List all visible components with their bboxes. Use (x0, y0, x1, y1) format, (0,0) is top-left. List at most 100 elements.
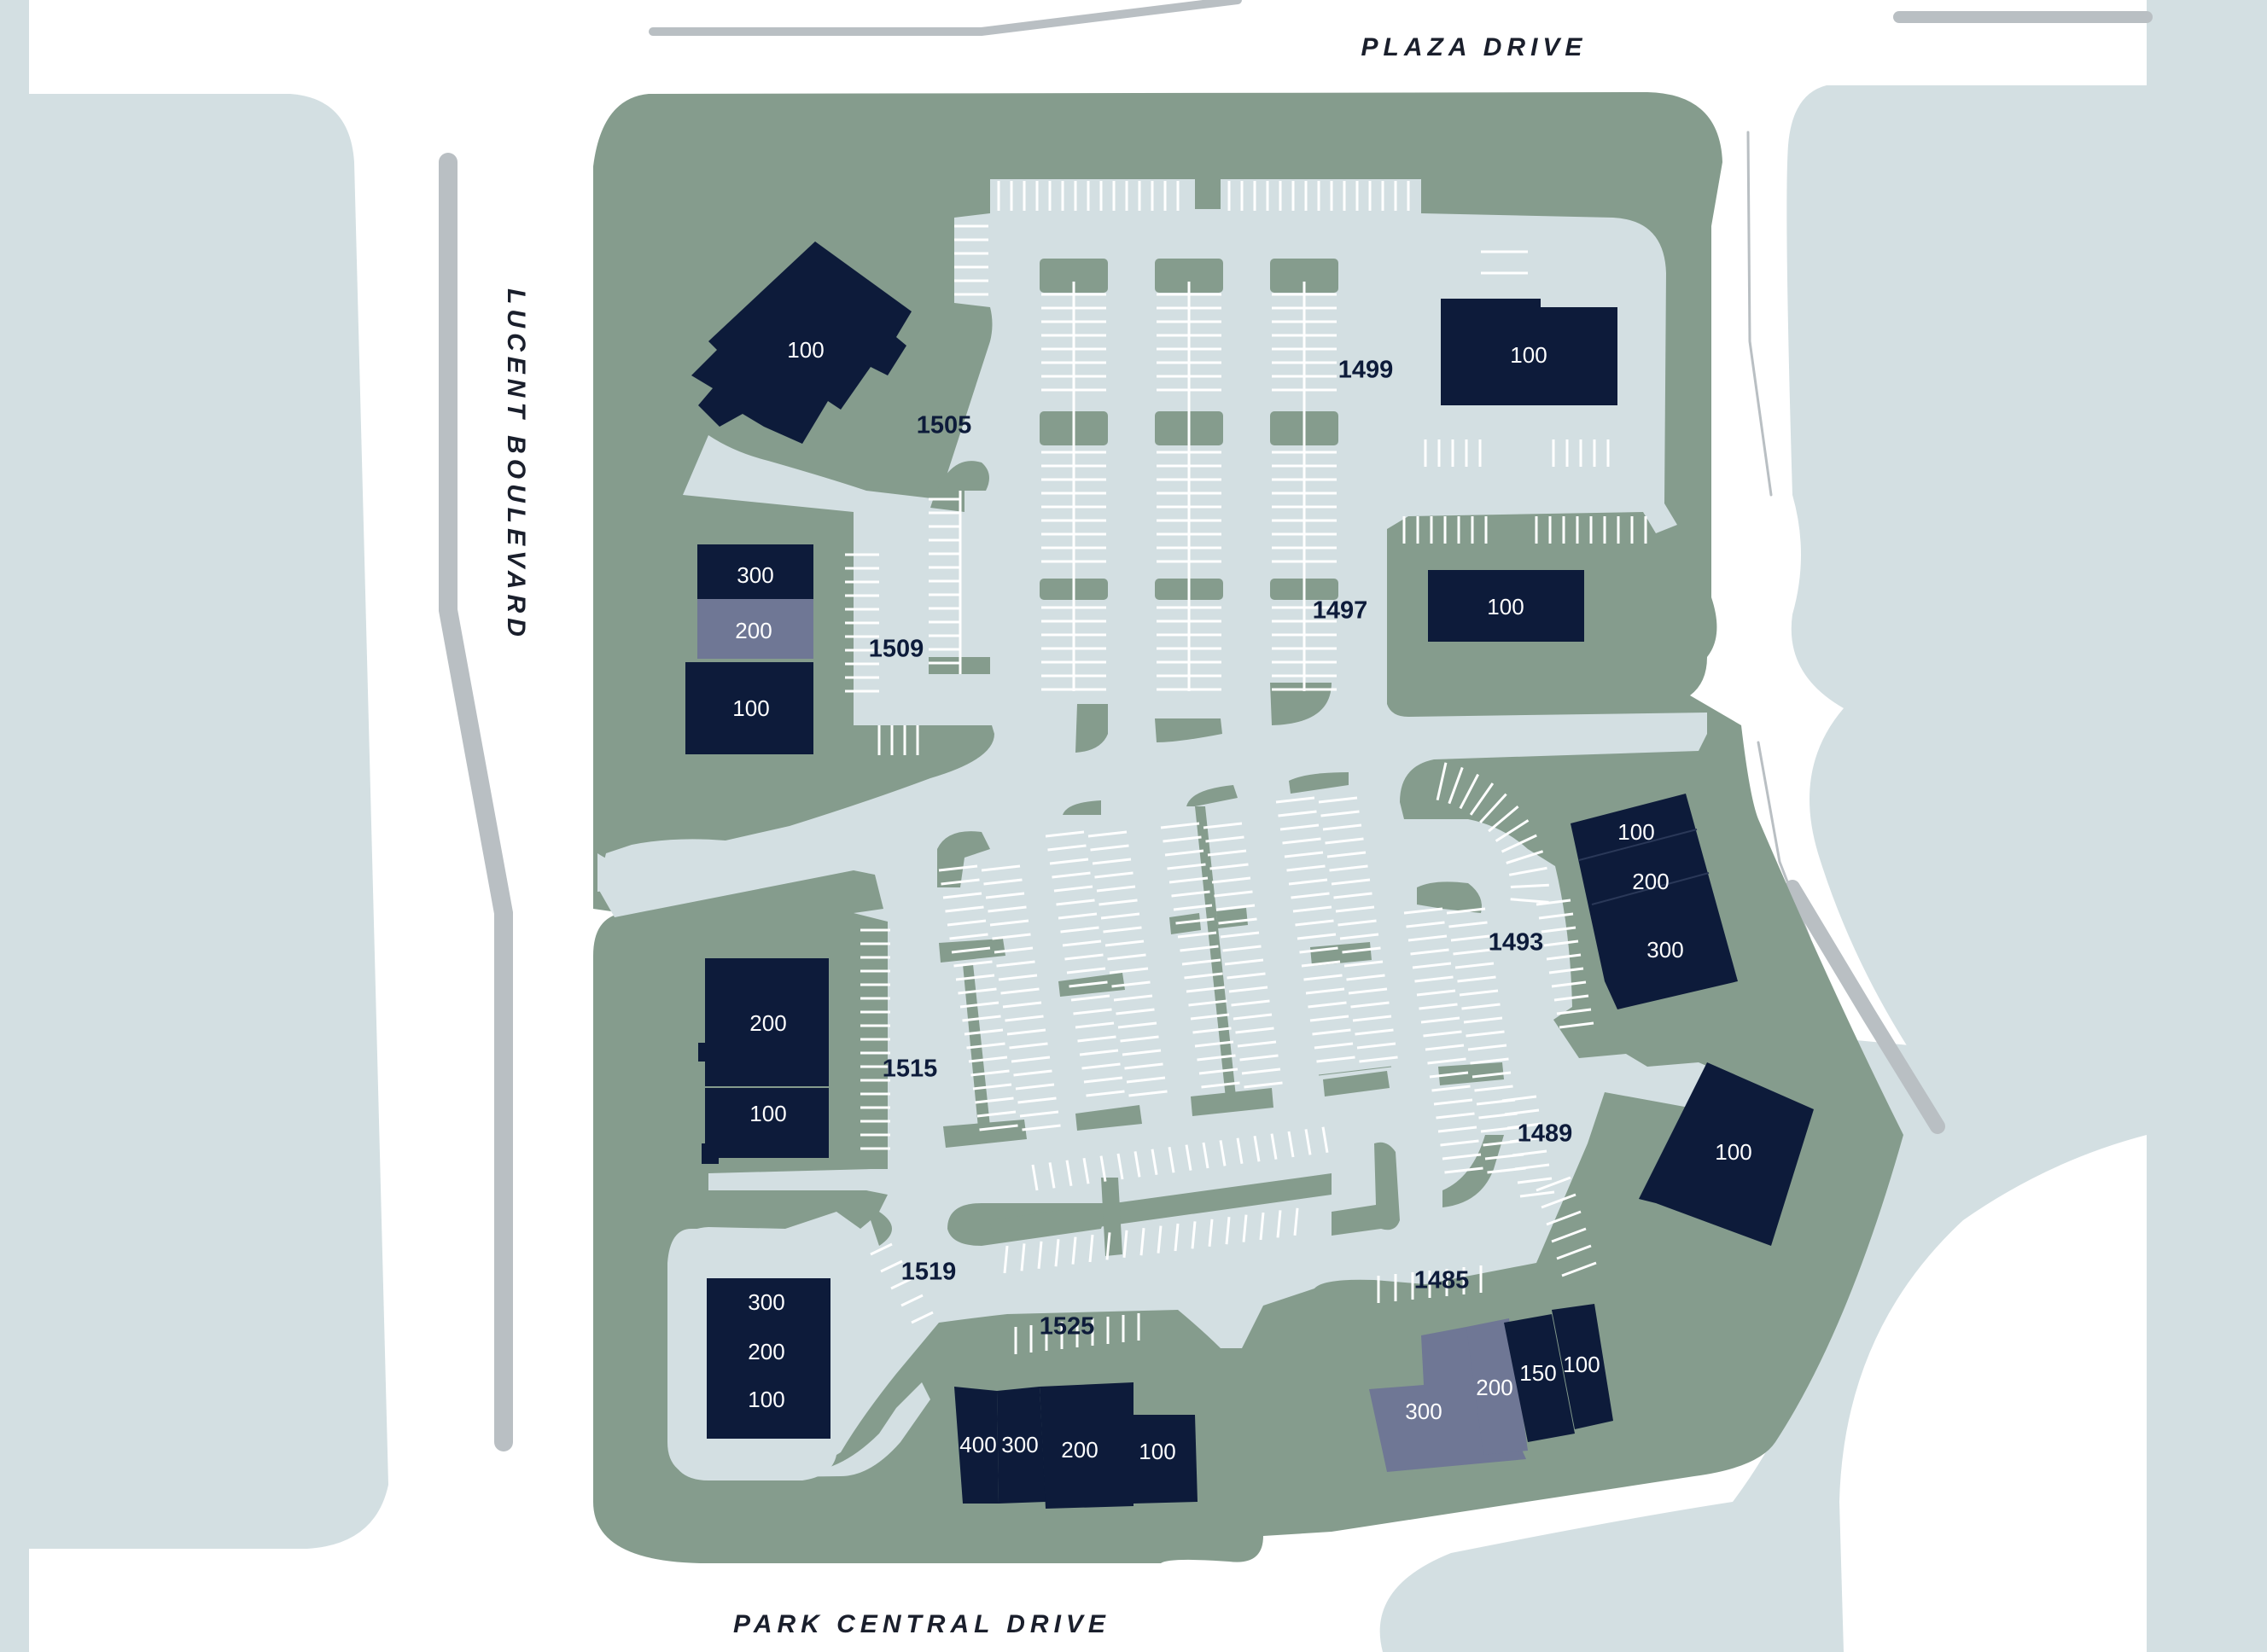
parking-stall-line (1006, 1028, 1046, 1036)
building-1519-unit-100[interactable] (707, 1385, 830, 1439)
building-1509-unit-200[interactable] (697, 599, 813, 659)
parking-stall-line (945, 905, 984, 913)
parking-stall-line (1164, 849, 1204, 857)
parking-stall-line (1297, 933, 1337, 940)
parking-stall-line (1442, 1153, 1482, 1160)
island-end-c3 (1270, 683, 1332, 725)
building-1525-unit-400[interactable] (954, 1387, 999, 1504)
parking-stall-line (1509, 1136, 1545, 1143)
parking-stall-line (1320, 810, 1360, 817)
parking-stall-line (1556, 1244, 1592, 1260)
west-entrance (597, 853, 636, 892)
east-road-edge-upper (1746, 131, 1773, 497)
parking-stall-line (1326, 851, 1367, 858)
parking-stall-line (1466, 1030, 1505, 1038)
parking-stall-line (994, 946, 1034, 954)
parking-stall-line (1241, 1067, 1281, 1075)
parking-stall-line (1244, 1081, 1283, 1089)
parking-stall-line (966, 1042, 1005, 1050)
parking-stall-line (1350, 1001, 1390, 1009)
parking-stall-line (988, 905, 1027, 913)
building-1485-unit-100[interactable] (1552, 1304, 1613, 1429)
parking-stall-line (1284, 851, 1324, 858)
island-c3-small-2 (1216, 908, 1248, 928)
parking-stall-line (959, 1001, 999, 1009)
parking-stall-line (1501, 834, 1537, 853)
building-1505[interactable] (691, 241, 912, 444)
unit-label-1519-300: 300 (748, 1289, 784, 1315)
parking-stall-line (1194, 1040, 1234, 1048)
parking-stall-line (1433, 1098, 1473, 1106)
left-edge-land (0, 0, 29, 1652)
building-1519-unit-200[interactable] (707, 1332, 830, 1385)
parking-stall-line (1407, 934, 1448, 942)
parking-stall-line (1009, 1042, 1048, 1050)
parking-stall-line (900, 1294, 924, 1307)
parking-stall-line (1237, 1040, 1277, 1048)
main-parking-lot (597, 179, 1728, 1480)
parking-stall-line (1049, 858, 1089, 865)
parking-stall-line (1459, 989, 1499, 997)
building-1499[interactable] (1441, 299, 1617, 405)
island-r1c2 (1155, 259, 1223, 293)
parking-stall-line (1175, 917, 1215, 925)
parking-stall-line (1233, 1013, 1273, 1021)
building-1525-unit-300[interactable] (997, 1387, 1046, 1504)
parking-stall-line (989, 919, 1029, 927)
parking-stall-line (1224, 958, 1264, 966)
parking-stall-line (1308, 1001, 1347, 1009)
parking-stall-line (1342, 946, 1381, 954)
parking-stall-line (1239, 1054, 1279, 1062)
building-1525-unit-100[interactable] (1134, 1415, 1198, 1504)
parking-stall-line (1291, 892, 1330, 899)
parking-stall-line (1181, 958, 1221, 966)
building-1509-unit-100[interactable] (685, 662, 813, 754)
parking-stall-line (1467, 1044, 1507, 1051)
parking-stall-line (979, 1124, 1018, 1131)
parking-stall-line (1054, 1239, 1060, 1267)
parking-stall-line (996, 960, 1035, 968)
parking-stall-line (1045, 830, 1085, 838)
building-1493[interactable] (1571, 794, 1738, 1009)
parking-stall-line (1506, 1122, 1542, 1130)
parking-stall-line (1124, 1062, 1163, 1070)
parking-stall-line (1459, 773, 1480, 810)
parking-stall-line (1412, 962, 1452, 969)
parking-stall-line (1403, 907, 1443, 915)
building-1519-unit-300[interactable] (707, 1278, 830, 1332)
building-1489[interactable] (1639, 1062, 1814, 1246)
parking-stall-line (1013, 1069, 1052, 1077)
parking-stall-line (1541, 926, 1576, 934)
unit-label-1519-100: 100 (748, 1387, 784, 1412)
parking-stall-line (992, 933, 1031, 940)
parking-stall-line (972, 1083, 1012, 1091)
parking-stall-line (1116, 1153, 1124, 1180)
parking-stall-line (1185, 1144, 1192, 1171)
parking-stall-line (1081, 1062, 1121, 1070)
parking-stall-line (911, 1311, 934, 1324)
parking-stall-line (1111, 980, 1151, 988)
parking-stall-line (1472, 1071, 1512, 1079)
parking-stall-line (1259, 1212, 1265, 1241)
building-1525-unit-200[interactable] (1040, 1382, 1134, 1509)
parking-stall-line (1514, 1163, 1550, 1171)
unit-label-1485-300: 300 (1405, 1399, 1442, 1424)
island-c3-bottom (1191, 1088, 1273, 1116)
parking-stall-line (1286, 864, 1326, 872)
building-1509-unit-300[interactable] (697, 544, 813, 599)
building-1485-unit-150[interactable] (1504, 1314, 1575, 1442)
address-labels: 1505 1509 1499 1497 1493 1515 1489 1519 … (869, 357, 1573, 1341)
parking-stall-line (1139, 1228, 1145, 1256)
island-south-bar-east (1332, 1142, 1400, 1236)
parking-stall-line (1151, 1149, 1158, 1176)
parking-stall-line (1356, 1042, 1396, 1050)
east-road-edge-lower (1757, 741, 1811, 940)
building-1515-unit-200[interactable] (705, 958, 829, 1086)
building-1497[interactable] (1428, 570, 1584, 642)
building-1515-unit-100[interactable] (705, 1088, 829, 1158)
parking-stall-line (1163, 835, 1202, 843)
parking-stall-line (941, 878, 980, 886)
parking-stall-line (1209, 863, 1249, 870)
parking-stall-line (1343, 960, 1384, 968)
island-c2-bottom (1075, 1105, 1142, 1131)
